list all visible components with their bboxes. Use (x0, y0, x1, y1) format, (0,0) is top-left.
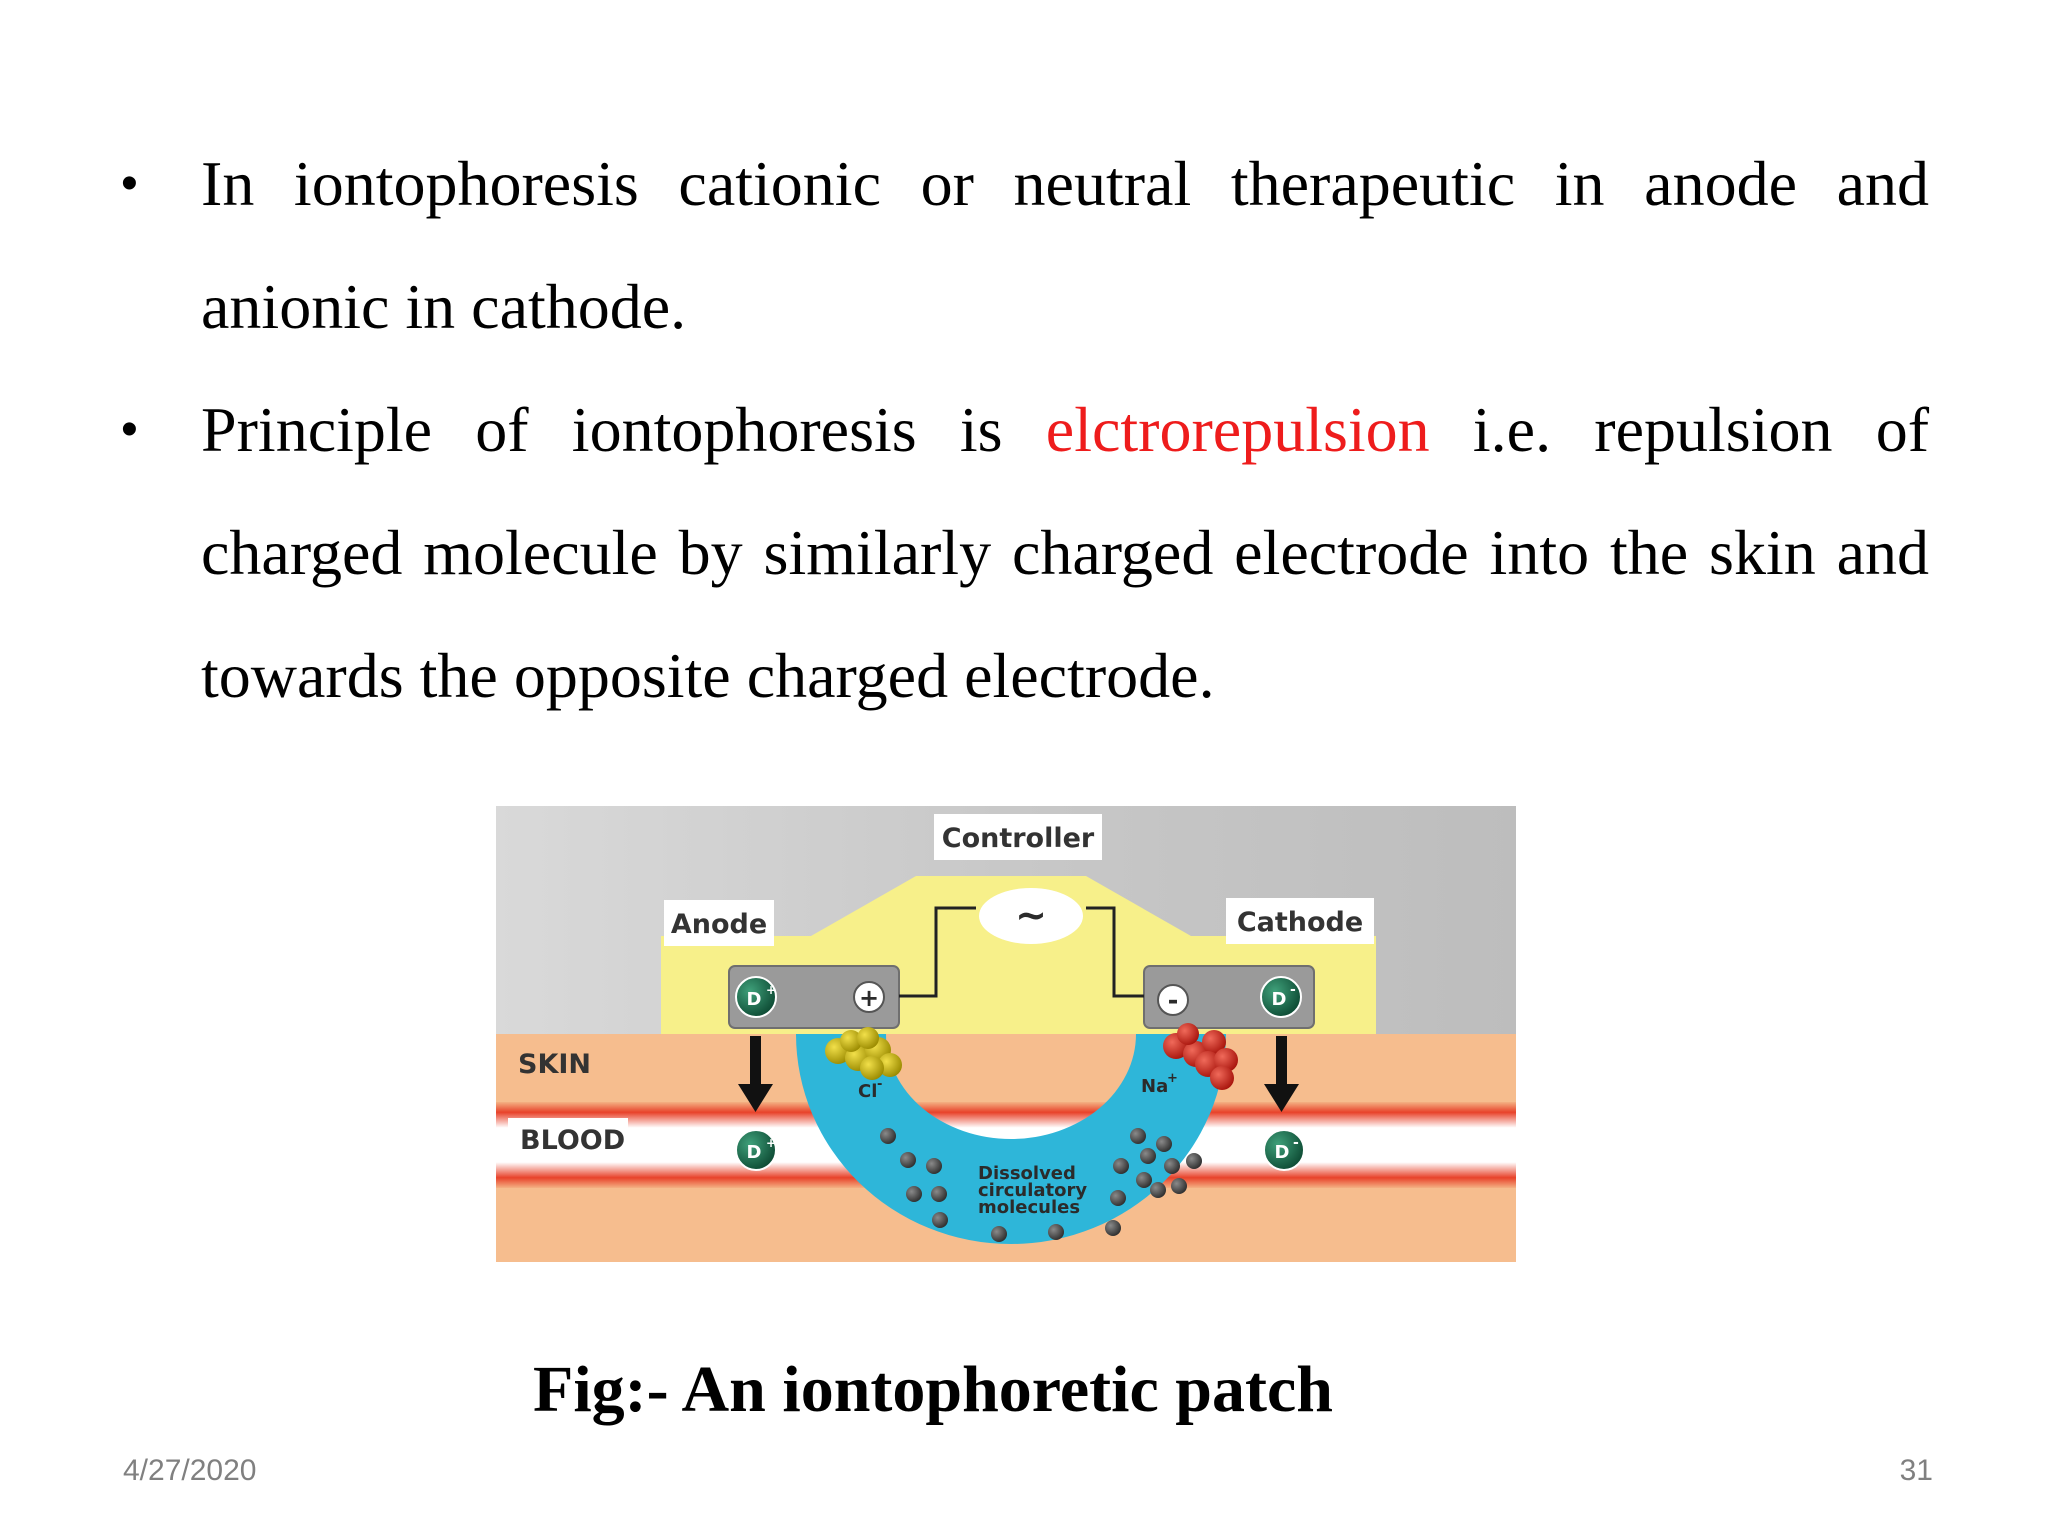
page-number: 31 (1899, 1454, 1933, 1487)
dissolved-label-line1: Dissolved (978, 1163, 1076, 1184)
minus-icon (1157, 984, 1189, 1016)
bullet-item: • Principle of iontophoresis is elctrore… (117, 368, 1929, 737)
bullet-dot-icon: • (121, 403, 138, 456)
arrow-down-icon (1264, 1036, 1299, 1112)
plus-sign: + (859, 984, 879, 1012)
bullet-text-after: i.e. repulsion of charged molecule by si… (201, 394, 1930, 711)
iontophoretic-patch-figure: ~ + - Controller Anode Cathode SKIN BLOO… (496, 806, 1516, 1262)
svg-text:+: + (766, 1136, 776, 1150)
chloride-ions (825, 1027, 902, 1080)
minus-sign: - (1168, 986, 1179, 1016)
svg-text:+: + (1167, 1071, 1178, 1086)
wire-left (899, 906, 976, 998)
controller-label-box (934, 814, 1102, 860)
cathode-label: Cathode (1237, 907, 1363, 938)
svg-text:D: D (1272, 989, 1287, 1010)
highlight-term: elctrorepulsion (1045, 394, 1430, 465)
drug-ion-icon: D + (735, 976, 777, 1018)
drug-ion-icon: D - (1263, 1129, 1305, 1171)
blood-label: BLOOD (520, 1125, 625, 1156)
dissolved-label-line3: molecules (978, 1197, 1080, 1218)
cathode-label-box (1226, 898, 1374, 944)
arrow-down-icon (738, 1036, 773, 1112)
svg-text:-: - (877, 1077, 882, 1092)
skin-label: SKIN (518, 1049, 591, 1080)
svg-text:D: D (747, 1142, 762, 1163)
svg-text:D: D (1275, 1142, 1290, 1163)
footer-date: 4/27/2020 (123, 1454, 257, 1487)
figure-caption: Fig:- An iontophoretic patch (533, 1353, 1333, 1426)
wire-right (1086, 906, 1144, 998)
anode-label-box (664, 900, 774, 946)
sodium-ions (1163, 1023, 1238, 1090)
anode-label: Anode (671, 909, 767, 940)
controller-label: Controller (942, 823, 1095, 854)
dissolved-molecules (880, 1128, 1202, 1242)
ac-source (979, 888, 1083, 944)
svg-text:+: + (766, 983, 776, 997)
bullet-text-before: Principle of iontophoresis is (201, 394, 1046, 465)
bullet-dot-icon: • (121, 157, 138, 210)
svg-text:-: - (1290, 982, 1296, 998)
chloride-label: Cl (858, 1081, 877, 1102)
bullet-text: In iontophoresis cationic or neutral the… (201, 148, 1929, 342)
drug-ion-icon: D + (735, 1129, 777, 1171)
ac-symbol: ~ (1015, 893, 1047, 937)
bullet-list: • In iontophoresis cationic or neutral t… (117, 122, 1929, 737)
dissolved-label-line2: circulatory (978, 1180, 1087, 1201)
drug-ion-icon: D - (1260, 976, 1302, 1018)
svg-text:D: D (747, 989, 762, 1010)
blood-label-box (508, 1118, 628, 1162)
plus-icon (853, 981, 885, 1013)
svg-text:-: - (1293, 1135, 1299, 1151)
sodium-label: Na (1141, 1076, 1168, 1097)
bullet-item: • In iontophoresis cationic or neutral t… (117, 122, 1929, 368)
